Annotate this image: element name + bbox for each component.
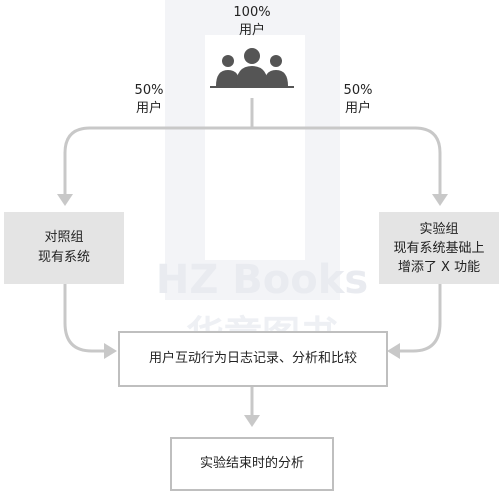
control-group-box: 对照组 现有系统 [4, 212, 124, 284]
left-split-percent: 50% [134, 83, 164, 98]
logging-box: 用户互动行为日志记录、分析和比较 [118, 331, 388, 387]
control-group-title: 对照组 [44, 230, 84, 245]
analysis-text: 实验结束时的分析 [199, 456, 304, 471]
experiment-group-box: 实验组 现有系统基础上 增添了 X 功能 [379, 212, 499, 284]
logging-text: 用户互动行为日志记录、分析和比较 [148, 351, 357, 366]
analysis-box: 实验结束时的分析 [170, 437, 334, 491]
total-users-label: 100% 用户 [222, 4, 282, 40]
total-users-percent: 100% [233, 5, 271, 20]
right-split-text: 用户 [344, 101, 371, 116]
experiment-group-title: 实验组 [419, 221, 459, 237]
right-split-percent: 50% [343, 83, 373, 98]
users-group-icon [210, 48, 294, 88]
watermark-text: HZ Books [156, 257, 368, 303]
left-split-text: 用户 [135, 101, 162, 116]
control-group-desc: 现有系统 [37, 250, 90, 265]
total-users-text: 用户 [238, 23, 265, 38]
left-split-label: 50% 用户 [121, 82, 177, 118]
experiment-group-desc: 现有系统基础上 [393, 240, 485, 256]
experiment-group-feature: 增添了 X 功能 [397, 259, 481, 275]
right-split-label: 50% 用户 [330, 82, 386, 118]
